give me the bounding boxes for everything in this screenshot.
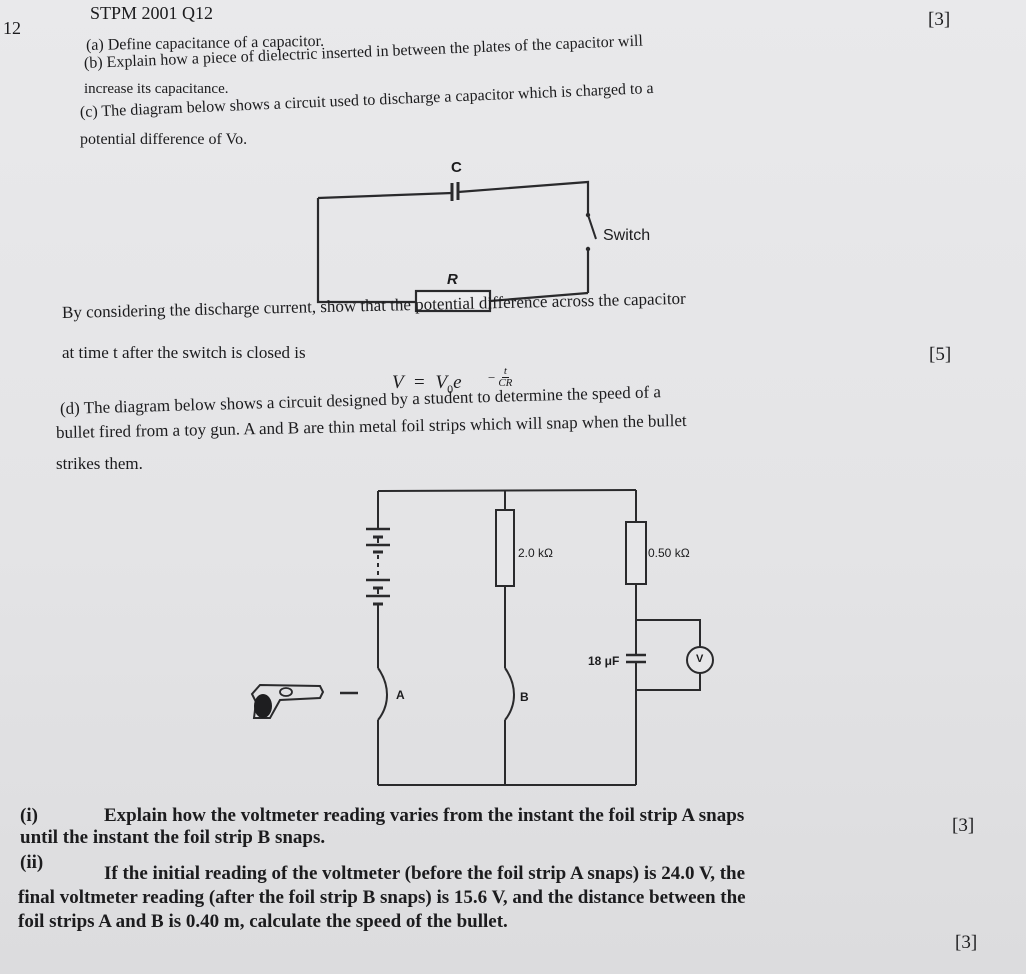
after-c-line2: at time t after the switch is closed is (62, 343, 306, 362)
part-ii-line3: foil strips A and B is 0.40 m, calculate… (18, 911, 508, 932)
eq-exponent: − t CR (488, 366, 512, 389)
discharge-circuit-diagram (316, 180, 597, 313)
part-i-label: (i) (20, 805, 38, 826)
switch-label: Switch (603, 227, 651, 244)
toy-gun-icon (250, 683, 325, 719)
strip-a-label: A (396, 688, 405, 702)
discharge-equation: V = V0e − t CR (392, 366, 512, 397)
bullet-speed-circuit-diagram (250, 489, 714, 786)
part-i-line1: Explain how the voltmeter reading varies… (104, 805, 745, 826)
marks-ii: [3] (955, 932, 978, 953)
part-d-line2: bullet fired from a toy gun. A and B are… (55, 410, 687, 442)
eq-v0: V (435, 372, 448, 393)
capacitor-18uf-label: 18 μF (588, 654, 620, 668)
eq-equals: = (414, 372, 425, 393)
source-title: STPM 2001 Q12 (90, 3, 214, 23)
resistor-2k-label: 2.0 kΩ (518, 546, 553, 560)
resistor-050k-label: 0.50 kΩ (648, 546, 690, 560)
part-ii-line2: final voltmeter reading (after the foil … (18, 887, 746, 908)
eq-den: CR (498, 377, 513, 389)
part-i-line2: until the instant the foil strip B snaps… (20, 827, 326, 848)
part-ii-label: (ii) (20, 852, 44, 873)
eq-base: e (453, 372, 462, 393)
eq-lhs: V (392, 372, 404, 393)
part-ii-line1: If the initial reading of the voltmeter … (104, 863, 746, 884)
eq-v0-sub: 0 (447, 381, 454, 396)
question-number: 12 (3, 18, 21, 38)
resistor-r-label: R (447, 271, 458, 288)
eq-num: t (501, 365, 509, 378)
strip-b-label: B (520, 690, 529, 704)
voltmeter-label: V (696, 653, 704, 665)
marks-c: [5] (929, 344, 952, 365)
eq-minus: − (488, 369, 496, 385)
marks-top: [3] (928, 9, 951, 30)
capacitor-c-label: C (451, 159, 462, 176)
part-d-line3: strikes them. (56, 454, 143, 473)
part-b-line2: increase its capacitance. (84, 81, 229, 97)
part-c-line2: potential difference of Vo. (80, 131, 248, 148)
marks-i: [3] (952, 815, 975, 836)
